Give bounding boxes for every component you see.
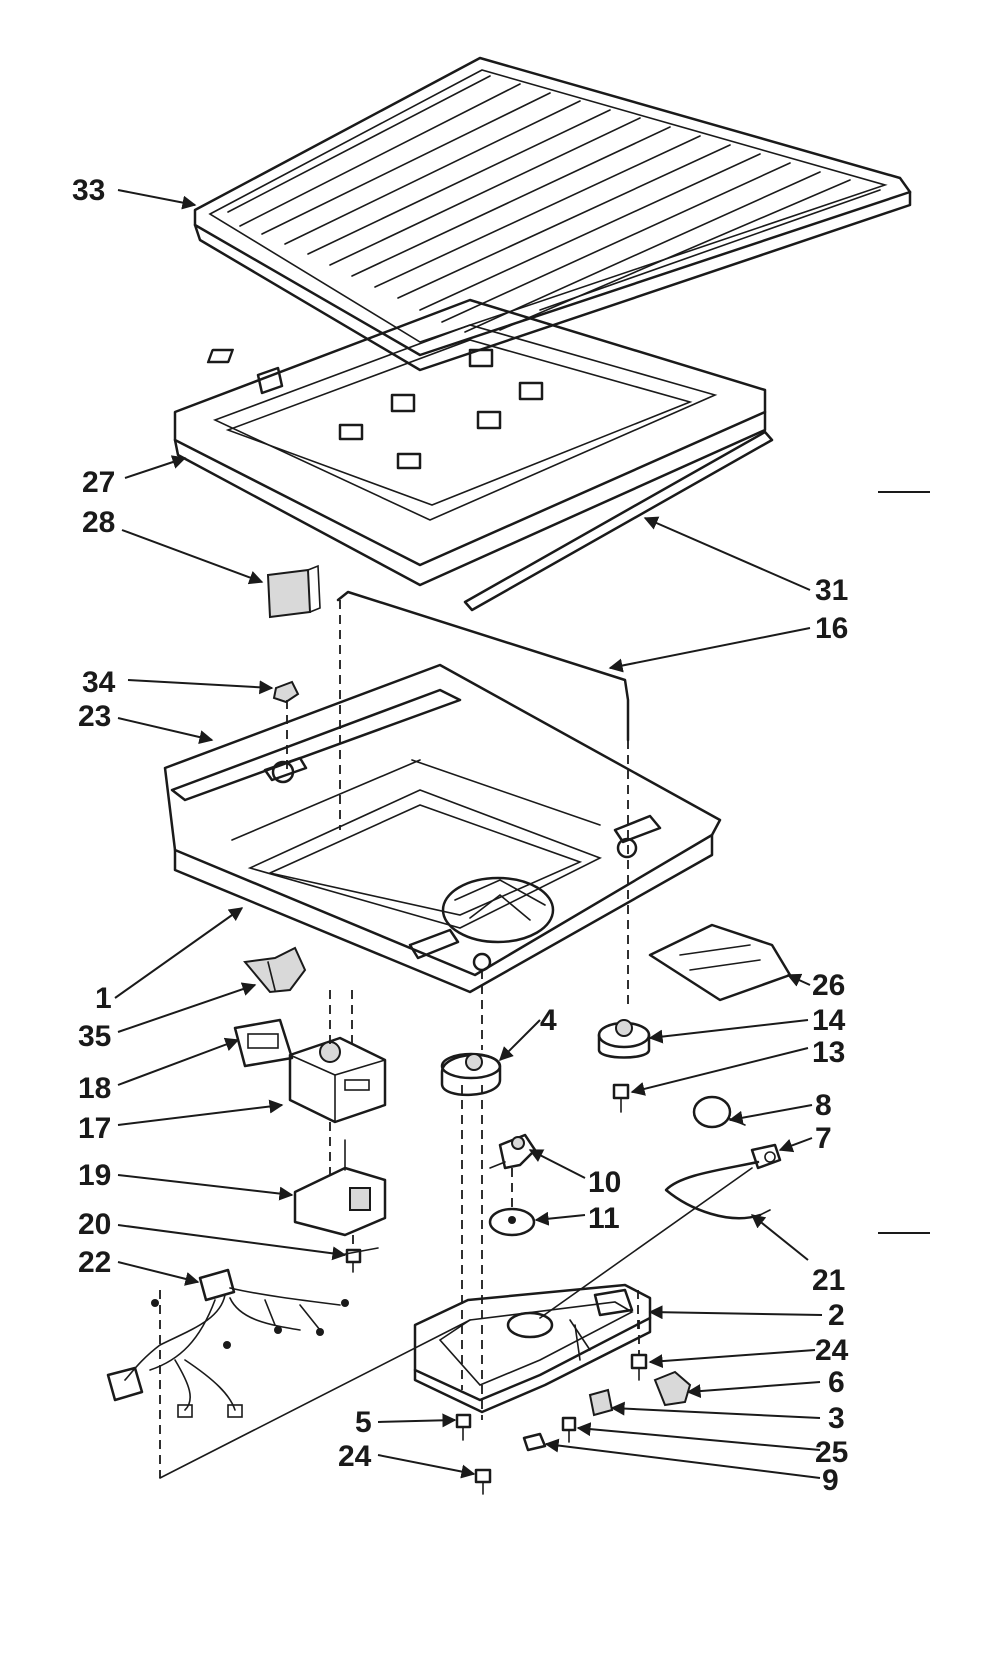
part-5-screw (455, 1413, 472, 1441)
callout-35: 35 (78, 1020, 111, 1053)
part-19-switch-bracket (293, 1122, 387, 1237)
callout-17: 17 (78, 1112, 111, 1145)
part-9-foot (522, 1432, 547, 1452)
part-18-bezel (233, 1018, 294, 1068)
part-6-plug (653, 1370, 692, 1407)
callout-26: 26 (812, 969, 845, 1002)
part-11-washer (488, 1168, 536, 1237)
margin-marks (878, 491, 930, 1234)
part-3-connector (588, 1388, 614, 1417)
callout-34: 34 (82, 666, 116, 699)
part-24-screw-upper (630, 1320, 648, 1381)
part-2-lower-housing (413, 1283, 652, 1414)
callout-28: 28 (82, 506, 115, 539)
part-20-screw (345, 1235, 362, 1273)
part-25-screw (561, 1416, 577, 1443)
callout-16: 16 (815, 612, 848, 645)
part-8-lamp (692, 1095, 746, 1129)
part-27-frame-tray (173, 298, 767, 587)
callout-14: 14 (812, 1004, 846, 1037)
part-35-clip (243, 946, 307, 994)
part-23-base-plate (163, 663, 722, 994)
callout-2: 2 (828, 1299, 845, 1332)
part-17-housing (288, 990, 387, 1124)
callout-1: 1 (95, 982, 112, 1015)
callout-31: 31 (815, 574, 848, 607)
part-21-wire (539, 1160, 771, 1319)
vent-slats (227, 75, 851, 333)
callout-13: 13 (812, 1036, 845, 1069)
part-14-bulb-socket (597, 1019, 651, 1059)
part-26-cover-film (648, 923, 792, 1002)
callout-6: 6 (828, 1366, 845, 1399)
part-4-socket (440, 970, 502, 1420)
callout-24-lower: 24 (338, 1440, 372, 1473)
part-31-strip (463, 430, 774, 612)
part-13-screw (612, 1083, 630, 1113)
part-7-holder (750, 1143, 782, 1170)
callout-10: 10 (588, 1166, 621, 1199)
callout-8: 8 (815, 1089, 832, 1122)
callout-18: 18 (78, 1072, 111, 1105)
assembly-guide-lines (159, 1247, 471, 1479)
callout-33: 33 (72, 174, 105, 207)
callout-23: 23 (78, 700, 111, 733)
callout-25: 25 (815, 1436, 848, 1469)
callout-27: 27 (82, 466, 115, 499)
part-33-vent-cover (193, 56, 912, 372)
callout-5: 5 (355, 1406, 372, 1439)
callout-4: 4 (540, 1004, 557, 1037)
callout-7: 7 (815, 1122, 832, 1155)
callout-3: 3 (828, 1402, 845, 1435)
callout-22: 22 (78, 1246, 111, 1279)
part-34-nut (272, 680, 300, 770)
callout-24-upper: 24 (815, 1334, 849, 1367)
part-24-screw-lower (474, 1468, 492, 1495)
callout-20: 20 (78, 1208, 111, 1241)
part-22-wiring-harness (106, 1268, 349, 1418)
callout-11: 11 (588, 1202, 620, 1235)
callout-21: 21 (812, 1264, 845, 1297)
part-16-wire-loop (336, 590, 630, 1010)
callout-labels: 33 27 28 31 16 34 23 1 26 35 4 14 13 18 … (72, 174, 849, 1497)
part-28-block (266, 564, 321, 619)
callout-9: 9 (822, 1464, 839, 1497)
callout-19: 19 (78, 1159, 111, 1192)
callout-leaders (114, 189, 823, 1479)
part-10-switch (489, 1133, 537, 1170)
